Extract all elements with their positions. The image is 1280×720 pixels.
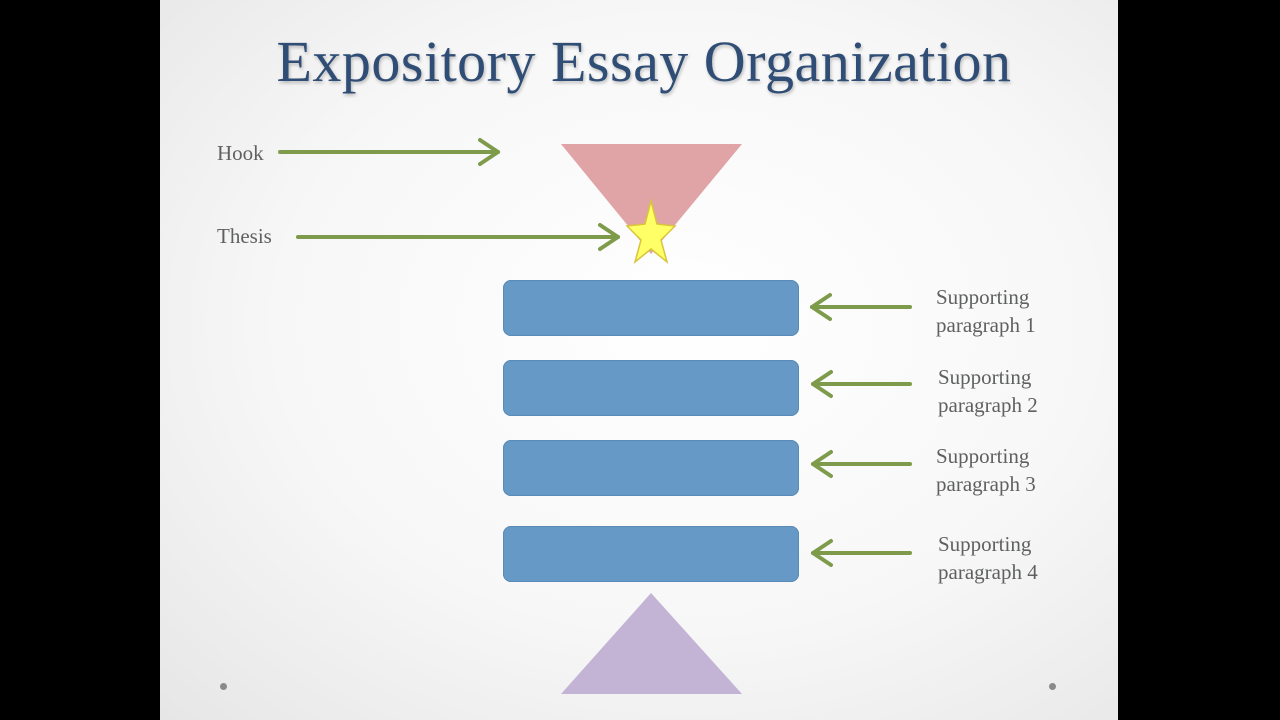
supporting-label-1: Supporting paragraph 1 [936, 283, 1036, 339]
thesis-label: Thesis [217, 224, 272, 248]
thesis-arrow [296, 223, 620, 251]
slide-title: Expository Essay Organization [276, 29, 1012, 94]
supporting-paragraph-1-block [503, 280, 799, 336]
diagram-shapes [278, 138, 912, 694]
supporting-label-3-line1: Supporting [936, 444, 1030, 468]
supporting-paragraph-2-block [503, 360, 799, 416]
corner-dot-right [1049, 683, 1056, 690]
supporting-arrow-3 [811, 450, 912, 478]
supporting-label-4-line1: Supporting [938, 532, 1032, 556]
supporting-arrow-2 [811, 370, 912, 398]
thesis-star-icon [625, 198, 677, 265]
supporting-arrow-4 [811, 539, 912, 567]
intro-triangle [561, 144, 742, 254]
supporting-arrow-1 [810, 293, 912, 321]
hook-label: Hook [217, 141, 264, 165]
supporting-label-3: Supporting paragraph 3 [936, 442, 1036, 498]
supporting-label-2-line2: paragraph 2 [938, 393, 1038, 417]
supporting-label-3-line2: paragraph 3 [936, 472, 1036, 496]
supporting-label-4-line2: paragraph 4 [938, 560, 1038, 584]
supporting-label-4: Supporting paragraph 4 [938, 530, 1038, 586]
supporting-label-1-line2: paragraph 1 [936, 313, 1036, 337]
hook-arrow [278, 138, 500, 166]
supporting-paragraph-3-block [503, 440, 799, 496]
supporting-label-2-line1: Supporting [938, 365, 1032, 389]
slide: Expository Essay Organization Hook Thesi… [160, 0, 1118, 720]
supporting-label-1-line1: Supporting [936, 285, 1030, 309]
conclusion-triangle [561, 593, 742, 694]
supporting-paragraph-4-block [503, 526, 799, 582]
corner-dot-left [220, 683, 227, 690]
supporting-label-2: Supporting paragraph 2 [938, 363, 1038, 419]
